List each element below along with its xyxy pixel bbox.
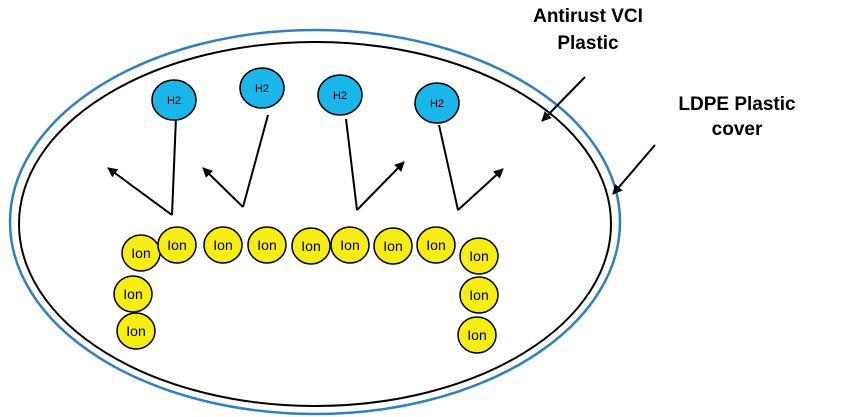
release-line (345, 118, 358, 211)
release-arrow (202, 167, 244, 208)
ion-particle: Ion (247, 226, 287, 264)
ion-particle: Ion (203, 226, 243, 264)
svg-text:H2: H2 (333, 90, 347, 102)
svg-text:Ion: Ion (469, 287, 488, 303)
svg-text:Ion: Ion (383, 238, 402, 254)
svg-text:H2: H2 (430, 98, 444, 110)
release-arrow (356, 161, 405, 211)
svg-text:Ion: Ion (301, 238, 320, 254)
release-arrow (107, 167, 173, 216)
ion-particle: Ion (330, 226, 370, 264)
svg-text:Ion: Ion (467, 327, 486, 343)
vci-label-line1: Antirust VCI (533, 6, 643, 27)
vci-pointer-arrow (541, 76, 586, 122)
svg-text:Ion: Ion (123, 286, 142, 302)
svg-text:Ion: Ion (469, 248, 488, 264)
ion-particle: Ion (291, 227, 331, 265)
h2-molecule: H2 (317, 74, 363, 116)
ion-particle: Ion (116, 312, 156, 350)
ldpe-cover-ellipse (8, 28, 622, 416)
svg-text:Ion: Ion (167, 237, 186, 253)
vci-label-line2: Plastic (557, 33, 619, 54)
ldpe-label-line2: cover (712, 119, 763, 140)
svg-text:Ion: Ion (426, 237, 445, 253)
svg-text:Ion: Ion (257, 237, 276, 253)
svg-text:Ion: Ion (131, 245, 150, 261)
release-line (438, 124, 459, 211)
ion-particle: Ion (416, 226, 456, 264)
svg-text:H2: H2 (255, 83, 269, 95)
svg-text:Ion: Ion (213, 237, 232, 253)
ldpe-label-line1: LDPE Plastic (678, 94, 796, 115)
release-line (242, 114, 269, 208)
h2-molecule: H2 (414, 82, 460, 124)
ldpe-pointer-arrow (612, 144, 656, 195)
h2-molecule: H2 (151, 79, 197, 121)
release-arrow (457, 168, 504, 211)
ion-particle: Ion (113, 275, 153, 313)
release-line (171, 116, 177, 216)
ion-particle: Ion (457, 316, 497, 354)
ion-particle: Ion (157, 226, 197, 264)
h2-molecule: H2 (239, 67, 285, 109)
ion-chain: Ion Ion Ion Ion Ion Ion Ion Ion Ion Ion … (113, 226, 499, 354)
svg-text:Ion: Ion (340, 237, 359, 253)
vci-plastic-ellipse (18, 41, 612, 407)
ion-particle: Ion (373, 227, 413, 265)
ion-particle: Ion (121, 234, 161, 272)
ion-particle: Ion (459, 237, 499, 275)
svg-text:H2: H2 (167, 95, 181, 107)
svg-text:Ion: Ion (126, 323, 145, 339)
ion-particle: Ion (459, 276, 499, 314)
